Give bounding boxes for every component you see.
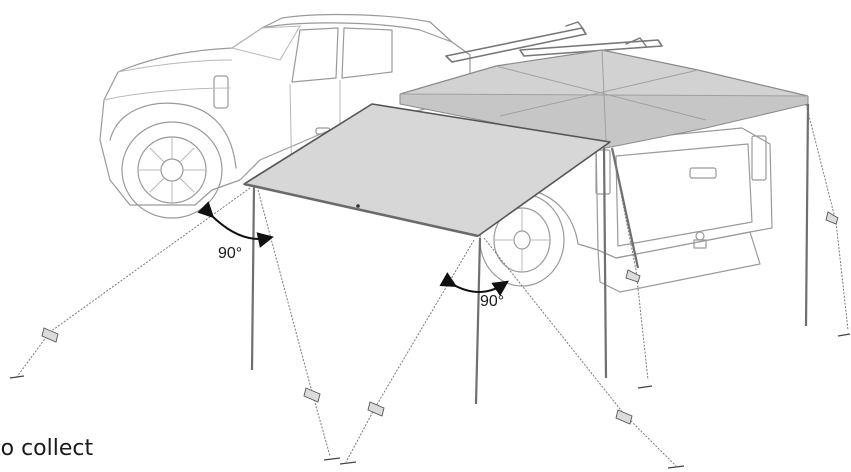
- right-awning-pole: [474, 237, 482, 405]
- left-awning-pole: [250, 185, 256, 371]
- guy-ropes: [9, 187, 685, 469]
- left-angle-indicator: 90°: [197, 201, 274, 262]
- awning: [243, 103, 611, 238]
- left-angle-label: 90°: [218, 245, 242, 262]
- front-wheel: [121, 121, 223, 219]
- caption-text: to collect: [0, 436, 94, 461]
- right-angle-indicator: 90°: [439, 272, 509, 310]
- right-angle-label: 90°: [480, 293, 504, 310]
- canopy-tent: [399, 49, 851, 389]
- pickup-truck: [99, 13, 773, 293]
